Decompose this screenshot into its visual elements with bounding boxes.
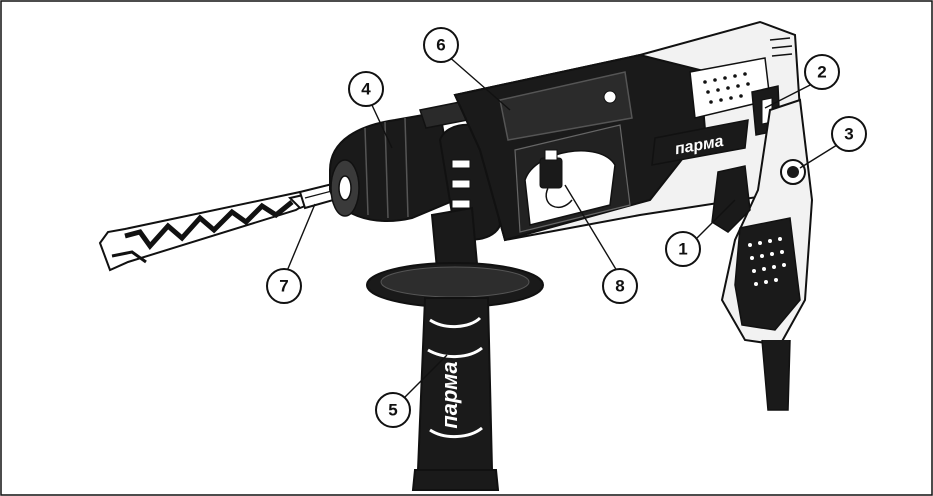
callout-5: 5 — [375, 392, 411, 428]
callout-1-label: 1 — [678, 240, 687, 259]
callout-7: 7 — [266, 268, 302, 304]
callout-1: 1 — [665, 231, 701, 267]
trigger — [711, 165, 751, 233]
brand-label-handle: парма — [437, 361, 462, 428]
callout-7-label: 7 — [279, 277, 288, 296]
callout-4-label: 4 — [361, 80, 371, 99]
callout-4: 4 — [348, 71, 384, 107]
rear-handle — [711, 98, 814, 411]
callout-2-label: 2 — [817, 63, 826, 82]
callout-5-label: 5 — [388, 401, 397, 420]
callout-6-label: 6 — [436, 36, 445, 55]
brand-plate — [651, 119, 749, 166]
callout-3-label: 3 — [844, 125, 853, 144]
callout-6: 6 — [423, 27, 459, 63]
callout-3: 3 — [831, 116, 867, 152]
callout-8-label: 8 — [615, 277, 624, 296]
mode-switch-knob — [539, 157, 563, 189]
power-cable — [761, 339, 791, 411]
callout-8: 8 — [602, 268, 638, 304]
callout-2: 2 — [804, 54, 840, 90]
chuck — [329, 99, 480, 222]
side-handle — [366, 206, 544, 491]
